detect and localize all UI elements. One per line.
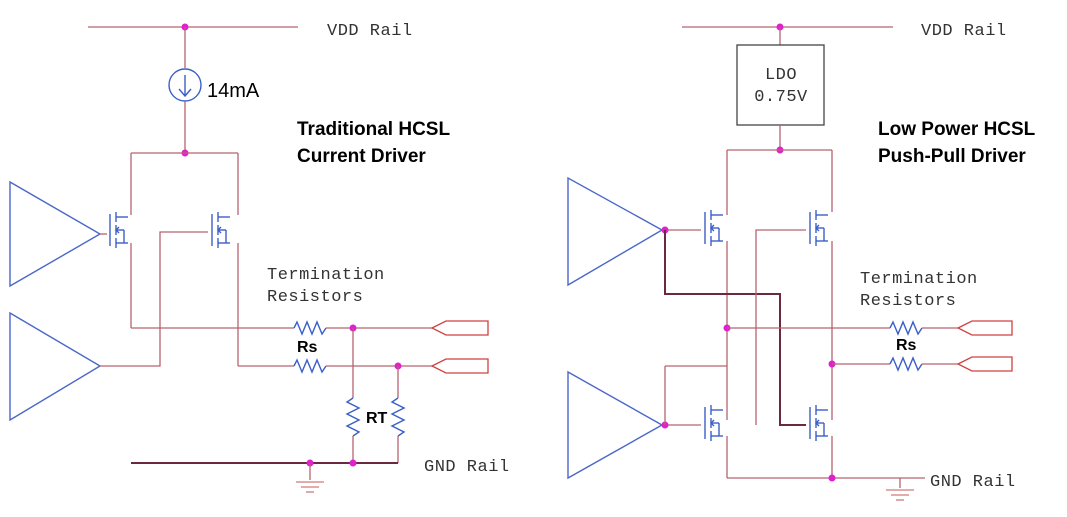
ldo-label-line2: 0.75V xyxy=(754,88,808,107)
right-vdd-label: VDD Rail xyxy=(921,22,1007,41)
left-title-line2: Current Driver xyxy=(297,146,426,167)
right-rs-label: Rs xyxy=(896,337,917,354)
left-rs-resistor-top-icon xyxy=(293,320,327,336)
left-term-label-line2: Resistors xyxy=(267,288,363,307)
traditional-hcsl-circuit: VDD Rail 14mA Traditional HCSL Current D… xyxy=(9,22,510,493)
left-rs-resistor-bottom-icon xyxy=(293,358,327,374)
right-term-label-line1: Termination xyxy=(860,270,978,289)
current-value-label: 14mA xyxy=(207,80,260,102)
left-vdd-label: VDD Rail xyxy=(327,22,413,41)
right-term-label-line2: Resistors xyxy=(860,292,956,311)
current-source-icon xyxy=(168,68,202,102)
left-gnd-label: GND Rail xyxy=(424,458,510,477)
right-title-line1: Low Power HCSL xyxy=(878,119,1036,140)
left-rt-label: RT xyxy=(366,410,388,427)
left-transistor-2-icon xyxy=(211,211,231,249)
right-ground-icon xyxy=(885,489,915,501)
low-power-hcsl-circuit: VDD Rail LDO 0.75V Low Power HCSL Push-P… xyxy=(567,22,1036,501)
right-transistor-top-right-icon xyxy=(809,209,829,247)
right-transistor-bottom-left-icon xyxy=(704,404,724,442)
ldo-box xyxy=(736,44,825,126)
right-gnd-label: GND Rail xyxy=(930,473,1016,492)
left-ground-icon xyxy=(295,481,325,493)
right-rs-resistor-top-icon xyxy=(889,320,923,336)
left-title-line1: Traditional HCSL xyxy=(297,119,450,140)
right-rs-resistor-bottom-icon xyxy=(889,356,923,372)
right-title-line2: Push-Pull Driver xyxy=(878,146,1026,167)
right-transistor-top-left-icon xyxy=(704,209,724,247)
right-bottom-amplifier-icon xyxy=(567,370,664,480)
left-rt-resistor-2-icon xyxy=(390,397,406,437)
left-bottom-amplifier-icon xyxy=(9,311,102,422)
left-term-label-line1: Termination xyxy=(267,266,385,285)
ldo-label-line1: LDO xyxy=(765,66,797,85)
left-output-connector-top xyxy=(430,320,489,336)
left-top-amplifier-icon xyxy=(9,180,102,288)
right-top-amplifier-icon xyxy=(567,176,664,287)
left-rt-resistor-1-icon xyxy=(345,397,361,437)
left-transistor-1-icon xyxy=(109,211,129,249)
right-output-connector-top xyxy=(956,320,1013,336)
right-output-connector-bottom xyxy=(956,356,1013,372)
right-transistor-bottom-right-icon xyxy=(809,404,829,442)
left-output-connector-bottom xyxy=(430,358,489,374)
left-rs-label: Rs xyxy=(297,339,318,356)
